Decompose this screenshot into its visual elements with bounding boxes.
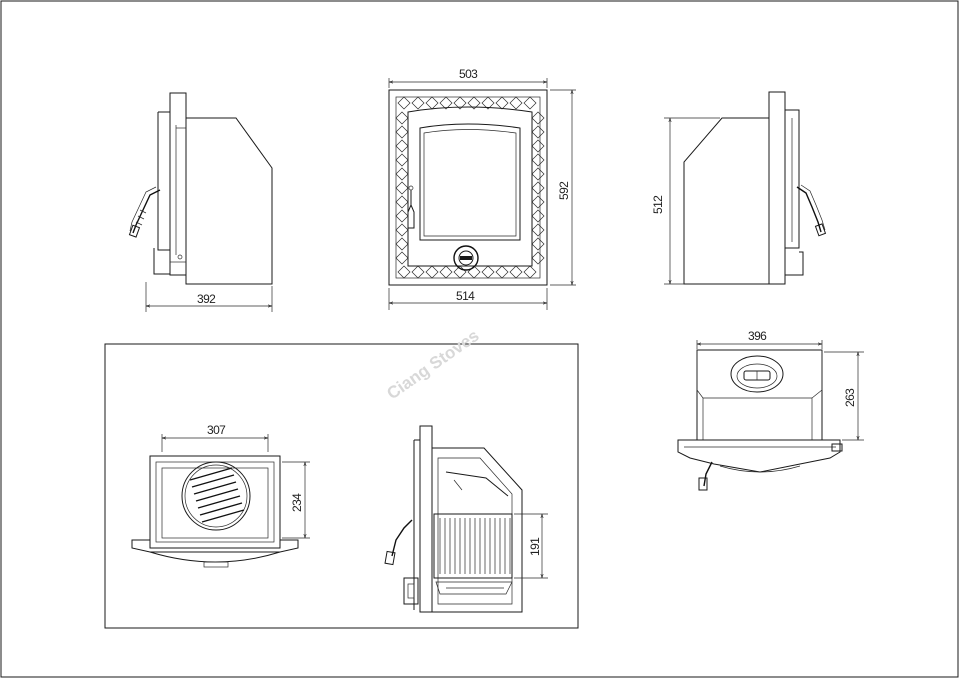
detail-frame bbox=[104, 343, 579, 629]
left-side-view: 392 bbox=[128, 92, 273, 312]
dim-firebox-width: 307 bbox=[207, 423, 226, 437]
section-view: 191 bbox=[384, 425, 548, 613]
dim-front-width-top: 503 bbox=[459, 67, 478, 81]
dim-plan-width: 396 bbox=[748, 329, 767, 343]
right-side-view: 512 bbox=[651, 91, 827, 285]
dim-front-width-bottom: 514 bbox=[456, 289, 475, 303]
front-view: 503 592 514 bbox=[388, 67, 576, 310]
dim-front-height: 592 bbox=[557, 181, 571, 200]
dim-firebox-height: 234 bbox=[290, 493, 304, 512]
firebox-front-view: 307 234 bbox=[131, 423, 310, 568]
plan-view: 396 263 bbox=[677, 329, 864, 491]
dim-plan-depth: 263 bbox=[843, 388, 857, 407]
dim-section-grate-height: 191 bbox=[528, 537, 542, 556]
watermark: Ciang Stoves bbox=[383, 326, 482, 403]
dim-side-depth: 392 bbox=[197, 292, 216, 306]
dim-side-height: 512 bbox=[651, 195, 665, 214]
